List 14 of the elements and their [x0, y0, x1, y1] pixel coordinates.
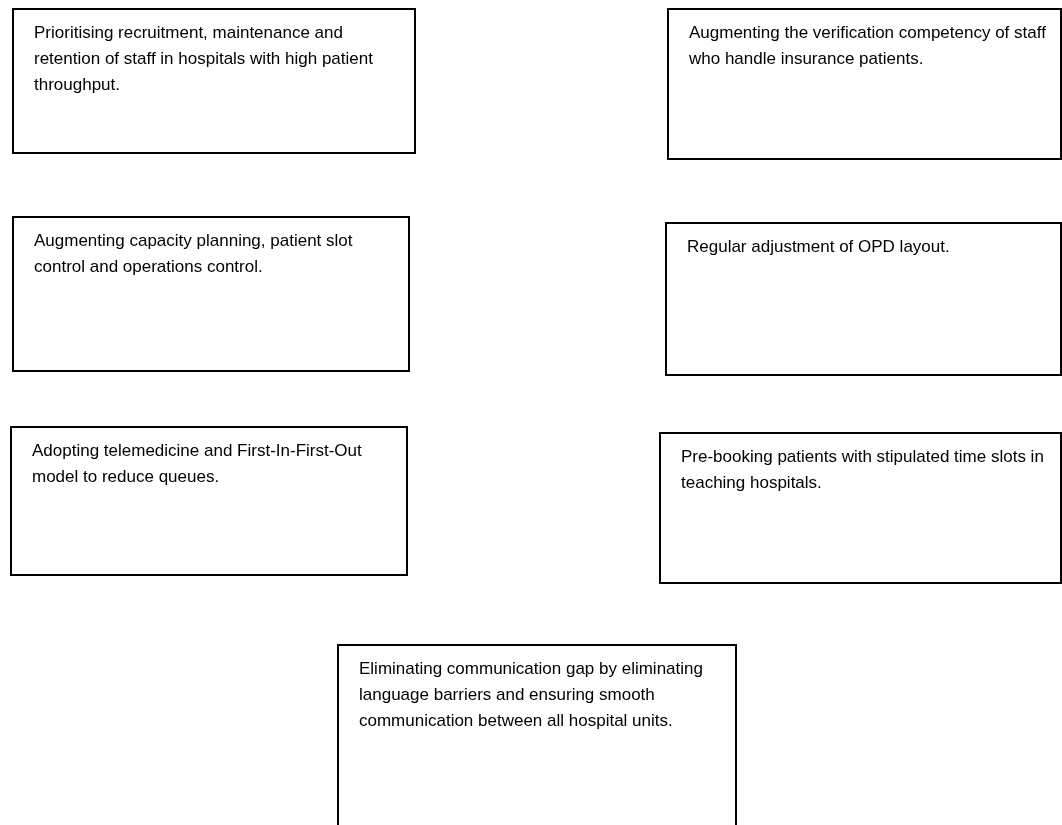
text-box: [667, 8, 1062, 160]
box-text: Adopting telemedicine and First-In-First-Out model to reduce queues.: [32, 440, 363, 488]
box-text: Augmenting capacity planning, patient slot control and operations control.: [34, 230, 354, 278]
text-box: [10, 426, 408, 576]
text-box: [337, 644, 737, 825]
box-text: Regular adjustment of OPD layout.: [687, 236, 951, 258]
box-text: Eliminating communication gap by eliminating language barriers and ensuring smooth communication between all hospital units.: [359, 658, 704, 732]
box-text: Augmenting the verification competency of staff who handle insurance patients.: [689, 22, 1046, 70]
text-box: [12, 8, 416, 154]
box-text: Prioritising recruitment, maintenance and retention of staff in hospitals with high patient throughput.: [34, 22, 374, 96]
text-box: [665, 222, 1062, 376]
box-text: Pre-booking patients with stipulated time slots in teaching hospitals.: [681, 446, 1045, 494]
text-box: [659, 432, 1062, 584]
text-box: [12, 216, 410, 372]
